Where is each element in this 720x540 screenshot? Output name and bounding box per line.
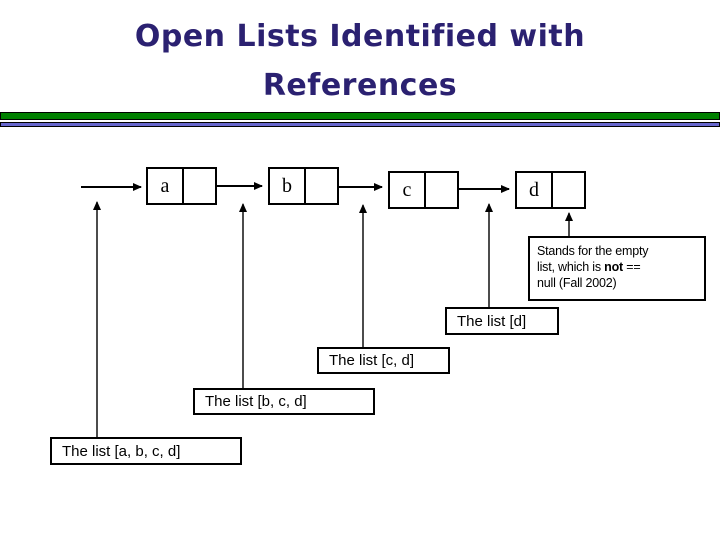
- node-b-pointer-cell: [306, 169, 337, 203]
- empty-list-note: Stands for the empty list, which is not …: [528, 236, 706, 301]
- list-node-a: a: [146, 167, 217, 205]
- note-line-1: Stands for the empty: [537, 244, 649, 258]
- node-d-value: d: [517, 173, 553, 207]
- node-d-null-pointer-cell: [553, 173, 584, 207]
- green-divider-bar: [0, 112, 720, 120]
- list-node-c: c: [388, 171, 459, 209]
- title-line-2: References: [262, 68, 458, 103]
- node-b-value: b: [270, 169, 306, 203]
- list-node-b: b: [268, 167, 339, 205]
- label-list-bcd-text: The list [b, c, d]: [205, 393, 307, 410]
- note-line-2-pre: list, which is: [537, 260, 605, 274]
- node-c-value: c: [390, 173, 426, 207]
- label-list-cd: The list [c, d]: [317, 347, 450, 374]
- node-c-pointer-cell: [426, 173, 457, 207]
- blue-divider-bar: [0, 122, 720, 127]
- note-line-2-bold: not: [604, 260, 623, 274]
- list-node-d: d: [515, 171, 586, 209]
- title-line-1: Open Lists Identified with: [134, 19, 586, 54]
- label-list-d: The list [d]: [445, 307, 559, 335]
- node-a-pointer-cell: [184, 169, 215, 203]
- label-list-bcd: The list [b, c, d]: [193, 388, 375, 415]
- label-list-abcd-text: The list [a, b, c, d]: [62, 442, 181, 460]
- note-line-3: null (Fall 2002): [537, 276, 617, 290]
- note-line-2-post: ==: [623, 260, 641, 274]
- label-list-cd-text: The list [c, d]: [329, 352, 415, 369]
- label-list-d-text: The list [d]: [457, 312, 527, 330]
- node-a-value: a: [148, 169, 184, 203]
- label-list-abcd: The list [a, b, c, d]: [50, 437, 242, 465]
